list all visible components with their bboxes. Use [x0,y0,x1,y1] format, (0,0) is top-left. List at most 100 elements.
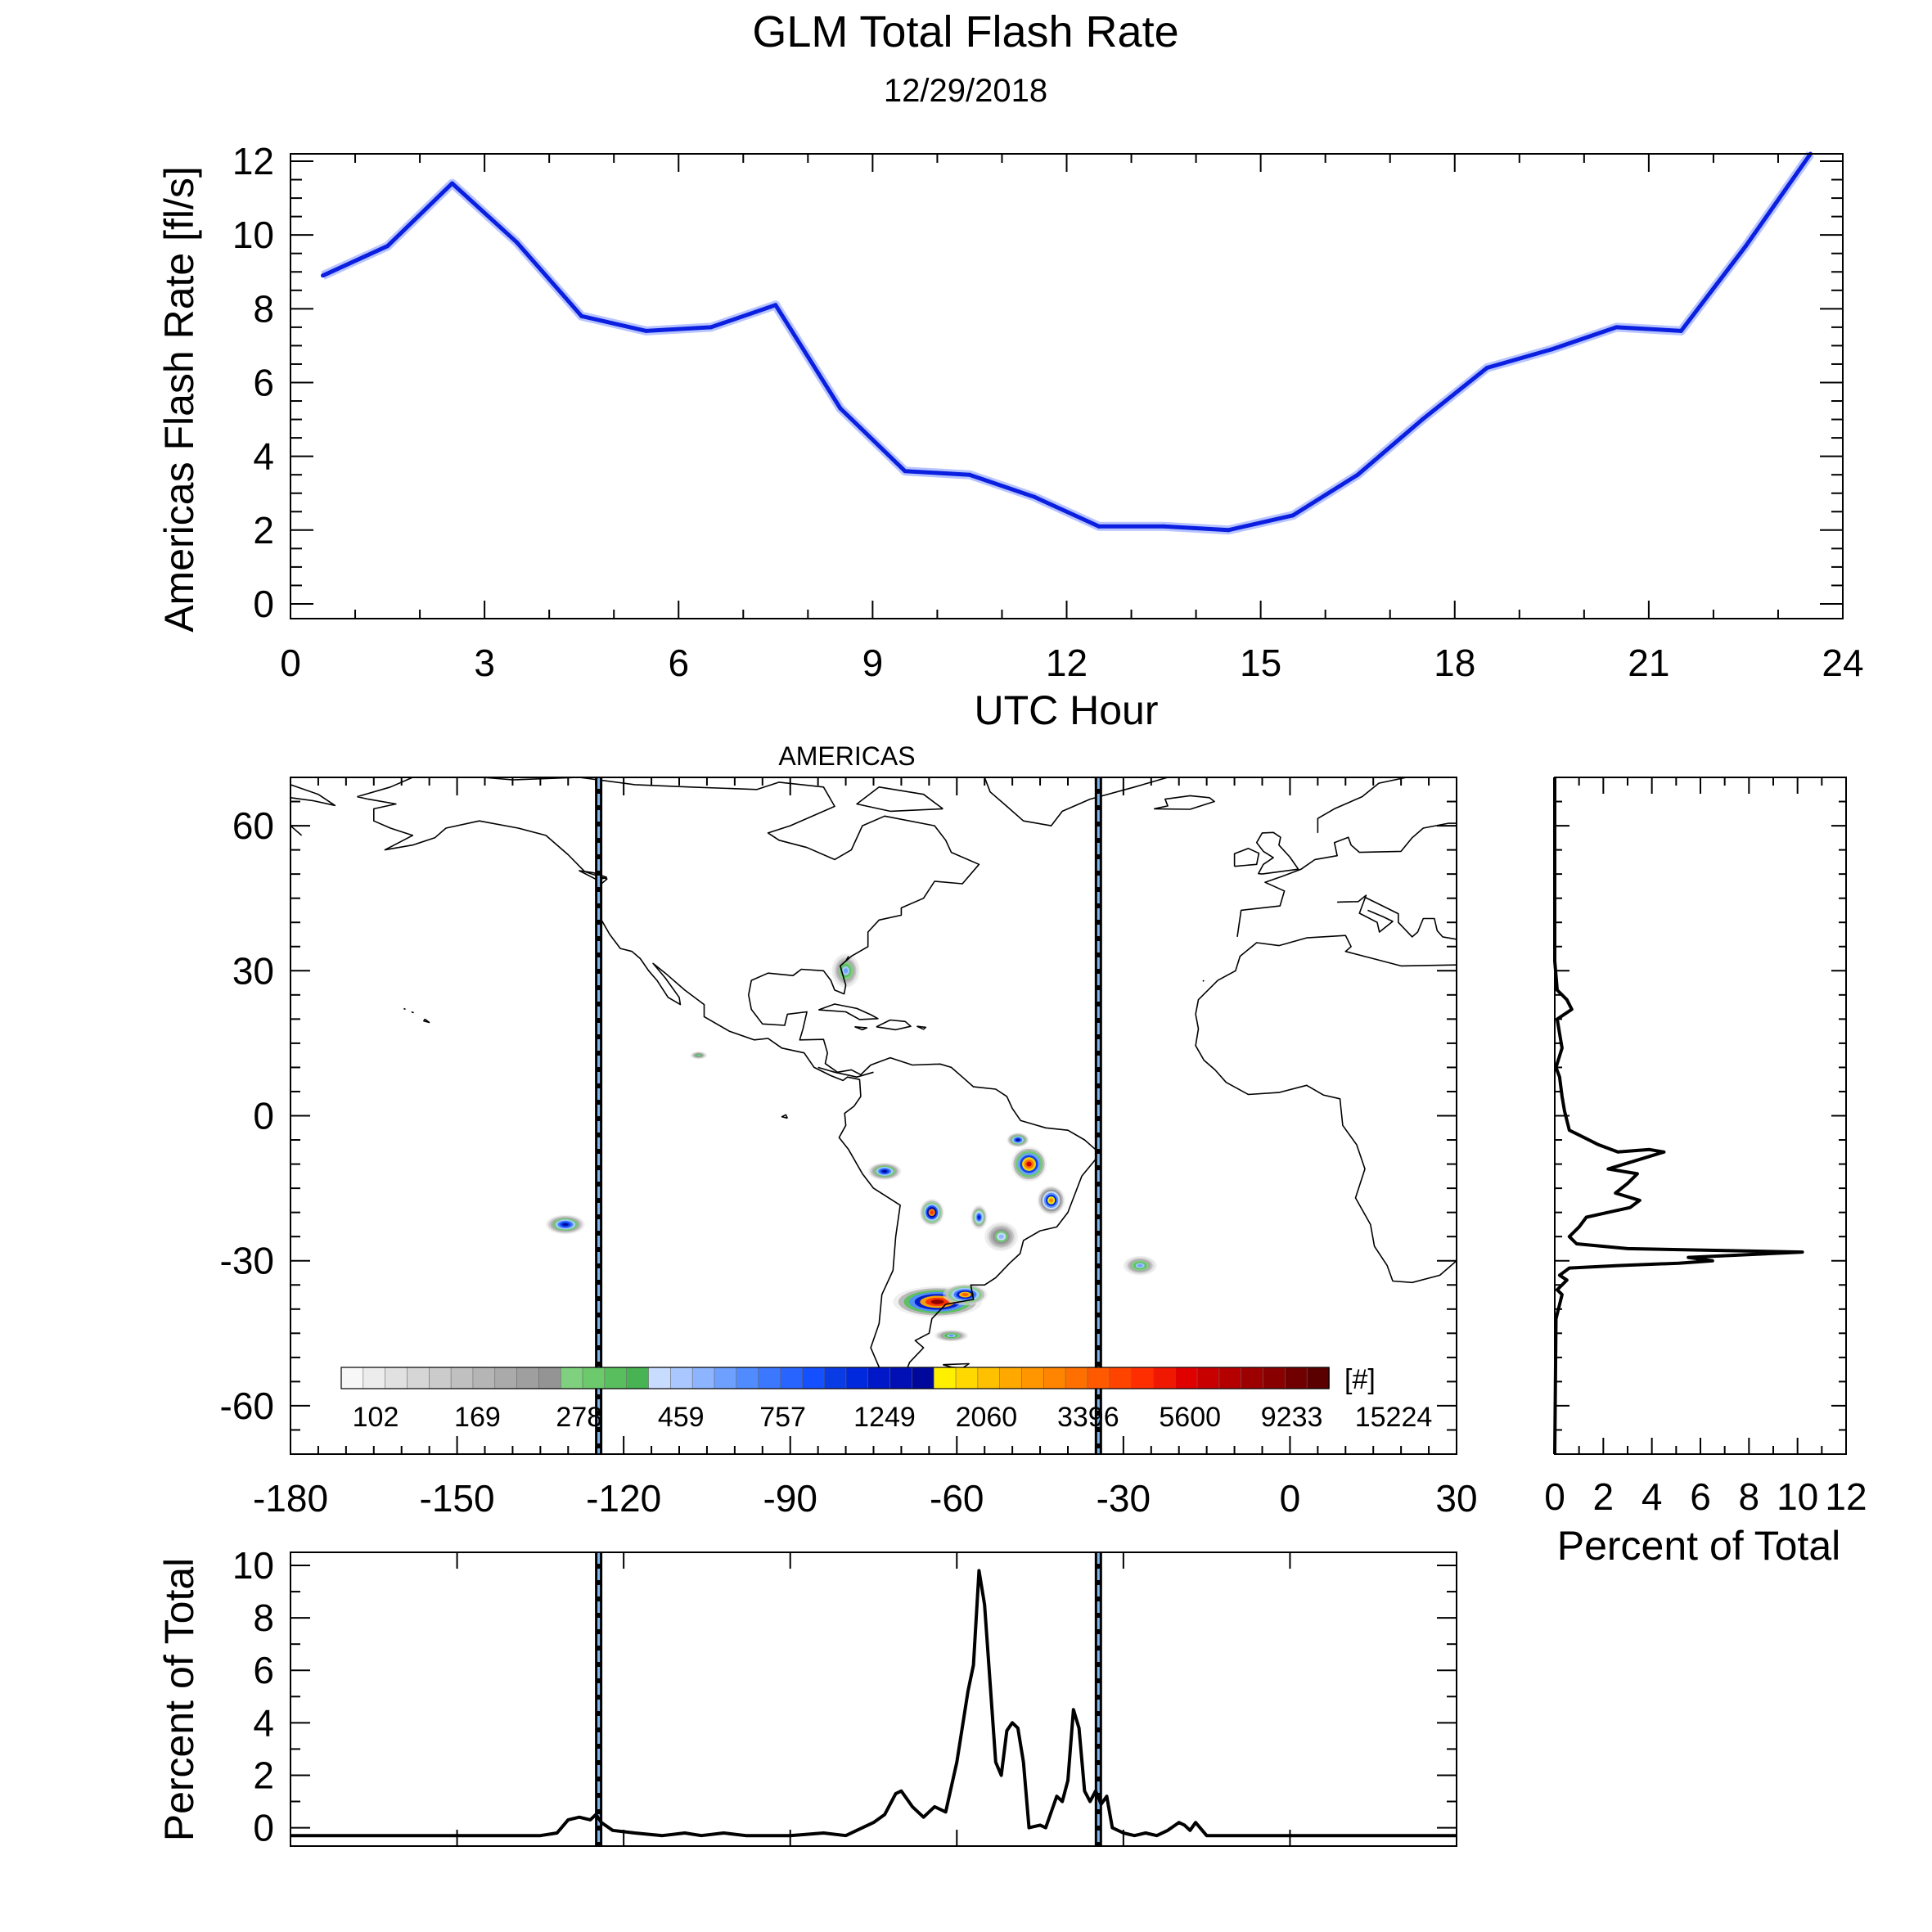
lon-tick-label: 30 [1435,1477,1477,1520]
coastline-segment [1364,896,1457,940]
colorbar-label: 169 [454,1402,501,1433]
x-tick-label: 12 [1046,642,1088,684]
colorbar-cell [1218,1367,1242,1389]
y-tick-label: 6 [253,1649,274,1691]
colorbar-cell [1065,1367,1088,1389]
colorbar-cell [472,1367,496,1389]
colorbar-cell [560,1367,583,1389]
timeseries-x-label: UTC Hour [974,687,1158,733]
colorbar-cell [407,1367,430,1389]
series-point [1032,494,1037,499]
colorbar-cell [670,1367,694,1389]
coastline-segment [579,870,608,880]
coastlines [290,777,1457,1385]
series-point [903,469,907,474]
lon-profile-y-label: Percent of Total [156,1558,202,1842]
y-tick-label: 12 [232,140,274,182]
colorbar-cell [385,1367,408,1389]
coastline-segment [403,1007,406,1011]
series-point [773,303,778,308]
colorbar-cell [428,1367,453,1389]
colorbar-label: 459 [658,1402,705,1433]
coastline-segment [1236,822,1457,938]
y-tick-label: 2 [253,1754,274,1796]
colorbar-cell [582,1367,606,1389]
colorbar-cell [758,1367,781,1389]
flash-density-contour [948,1335,954,1337]
lat-tick-label: 30 [232,949,274,992]
colorbar-cell [1043,1367,1067,1389]
series-point [644,328,649,333]
coastline-segment [1233,848,1260,867]
colorbar-cell [845,1367,869,1389]
flash-density-contour [844,968,849,974]
y-tick-label: 10 [232,214,274,256]
y-tick-label: 4 [253,435,274,478]
colorbar-cell [450,1367,474,1389]
colorbar-cell [714,1367,737,1389]
y-tick-label: 10 [232,1544,274,1587]
series-point [1226,528,1231,533]
colorbar-cell [801,1367,825,1389]
colorbar-cell [691,1367,715,1389]
flash-density-heatmap [546,953,1157,1342]
flash-density-contour [1137,1263,1143,1268]
colorbar-unit: [#] [1344,1364,1376,1395]
coastline-segment [817,1066,874,1078]
coastline-segment [818,1003,879,1020]
lon-profile-frame [290,1551,1457,1847]
flash-density-contour [1049,1198,1054,1203]
lon-tick-label: -180 [253,1477,328,1520]
series-point [321,273,326,278]
colorbar-cell [494,1367,518,1389]
colorbar-cell [912,1367,935,1389]
colorbar-cell [1109,1367,1133,1389]
lon-tick-label: -120 [586,1477,661,1520]
y-tick-label: 8 [253,287,274,330]
colorbar-cell [1021,1367,1045,1389]
y-tick-label: 2 [253,509,274,552]
colorbar-cell [1174,1367,1198,1389]
coastline-segment [984,777,1169,826]
colorbar-cell [977,1367,1001,1389]
coastline-segment [1337,894,1394,933]
colorbar-cell [626,1367,650,1389]
lat-tick-label: -60 [220,1385,274,1427]
series-point [1614,325,1619,330]
lat-profile-series [1553,777,1804,1455]
lat-profile-x-label: Percent of Total [1557,1523,1841,1569]
timeseries-y-label: Americas Flash Rate [fl/s] [156,166,202,633]
lon-tick-label: -150 [420,1477,495,1520]
flash-density-contour [882,1169,888,1173]
x-tick-label: 0 [1544,1475,1565,1518]
series-point [385,244,390,249]
colorbar-cell [1131,1367,1155,1389]
lat-tick-label: 0 [253,1095,274,1137]
flash-density-contour [961,1293,969,1296]
coastline-segment [1202,980,1205,982]
colorbar-label: 102 [353,1402,399,1433]
colorbar-label: 9233 [1261,1402,1323,1433]
x-tick-label: 2 [1593,1475,1615,1518]
colorbar-cell [933,1367,957,1389]
coastline-segment [662,777,670,778]
colorbar-cells [340,1367,1330,1389]
timeseries-series [321,151,1815,535]
coastline-segment [844,956,849,961]
coastline-segment [876,1019,912,1031]
colorbar-cell [538,1367,562,1389]
colorbar-cell [823,1367,847,1389]
colorbar-cell [780,1367,804,1389]
coastline-segment [290,784,336,807]
colorbar-cell [1306,1367,1330,1389]
series-point [838,406,843,411]
series-line [322,152,1813,533]
series-glow [321,151,1815,535]
coastline-segment [781,1114,789,1119]
